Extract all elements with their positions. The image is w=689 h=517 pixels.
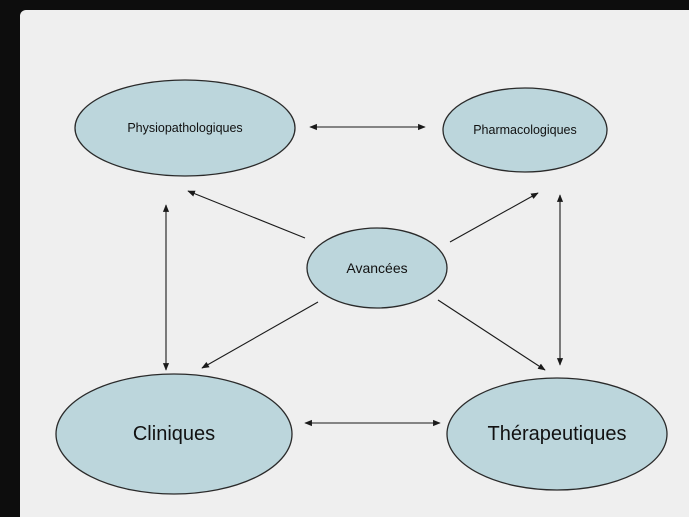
slide-canvas: Physiopathologiques Pharmacologiques Ava…: [20, 10, 689, 517]
node-avancees: Avancées: [306, 227, 448, 309]
arrow-avancees-therap: [437, 299, 546, 371]
node-physiopathologiques: Physiopathologiques: [74, 79, 296, 177]
node-pharmacologiques: Pharmacologiques: [442, 87, 608, 173]
node-label-cliniques: Cliniques: [133, 423, 215, 445]
arrow-avancees-cliniques: [201, 301, 319, 369]
arrow-avancees-pharma: [449, 192, 539, 243]
arrow-avancees-physio: [187, 190, 306, 239]
node-label-therapeutiques: Thérapeutiques: [488, 423, 627, 445]
node-therapeutiques: Thérapeutiques: [446, 377, 668, 491]
node-label-pharmacologiques: Pharmacologiques: [473, 123, 577, 137]
concept-diagram: Physiopathologiques Pharmacologiques Ava…: [55, 79, 668, 495]
node-cliniques: Cliniques: [55, 373, 293, 495]
node-label-avancees: Avancées: [346, 260, 407, 276]
node-label-physiopathologiques: Physiopathologiques: [127, 121, 242, 135]
